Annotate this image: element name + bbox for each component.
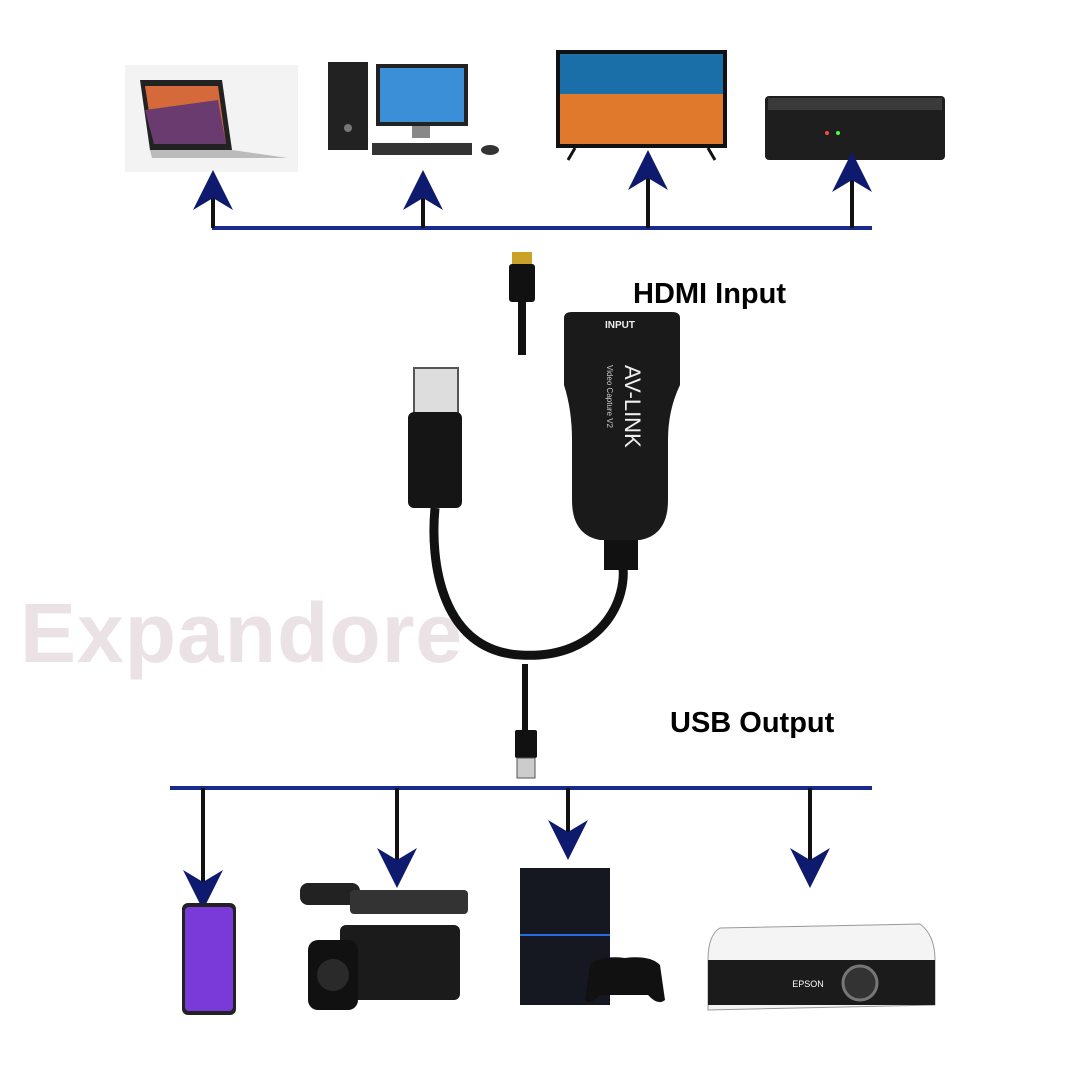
laptop-icon bbox=[125, 65, 298, 172]
usb-output-label: USB Output bbox=[670, 707, 835, 739]
input-port-label: INPUT bbox=[605, 320, 635, 331]
game-console-icon bbox=[520, 868, 665, 1005]
input-arrows bbox=[193, 150, 872, 228]
watermark: Expandore bbox=[20, 586, 464, 680]
output-arrows bbox=[183, 788, 830, 910]
desktop-computer-icon bbox=[328, 62, 499, 155]
projector-brand: EPSON bbox=[792, 979, 824, 989]
smartphone-icon bbox=[182, 903, 236, 1015]
hdmi-input-label: HDMI Input bbox=[633, 278, 787, 310]
television-icon bbox=[556, 50, 727, 161]
set-top-box-icon bbox=[765, 96, 945, 160]
device-model: Video Capture V2 bbox=[605, 365, 614, 429]
camcorder-icon bbox=[300, 883, 468, 1010]
capture-device: INPUT AV-LINK Video Capture V2 bbox=[564, 312, 680, 570]
hdmi-cable-icon bbox=[509, 252, 535, 355]
usb-output-plug-icon bbox=[515, 664, 537, 779]
usb-connector-icon bbox=[408, 367, 628, 660]
device-brand: AV-LINK bbox=[620, 365, 645, 448]
projector-icon: EPSON bbox=[707, 923, 936, 1011]
